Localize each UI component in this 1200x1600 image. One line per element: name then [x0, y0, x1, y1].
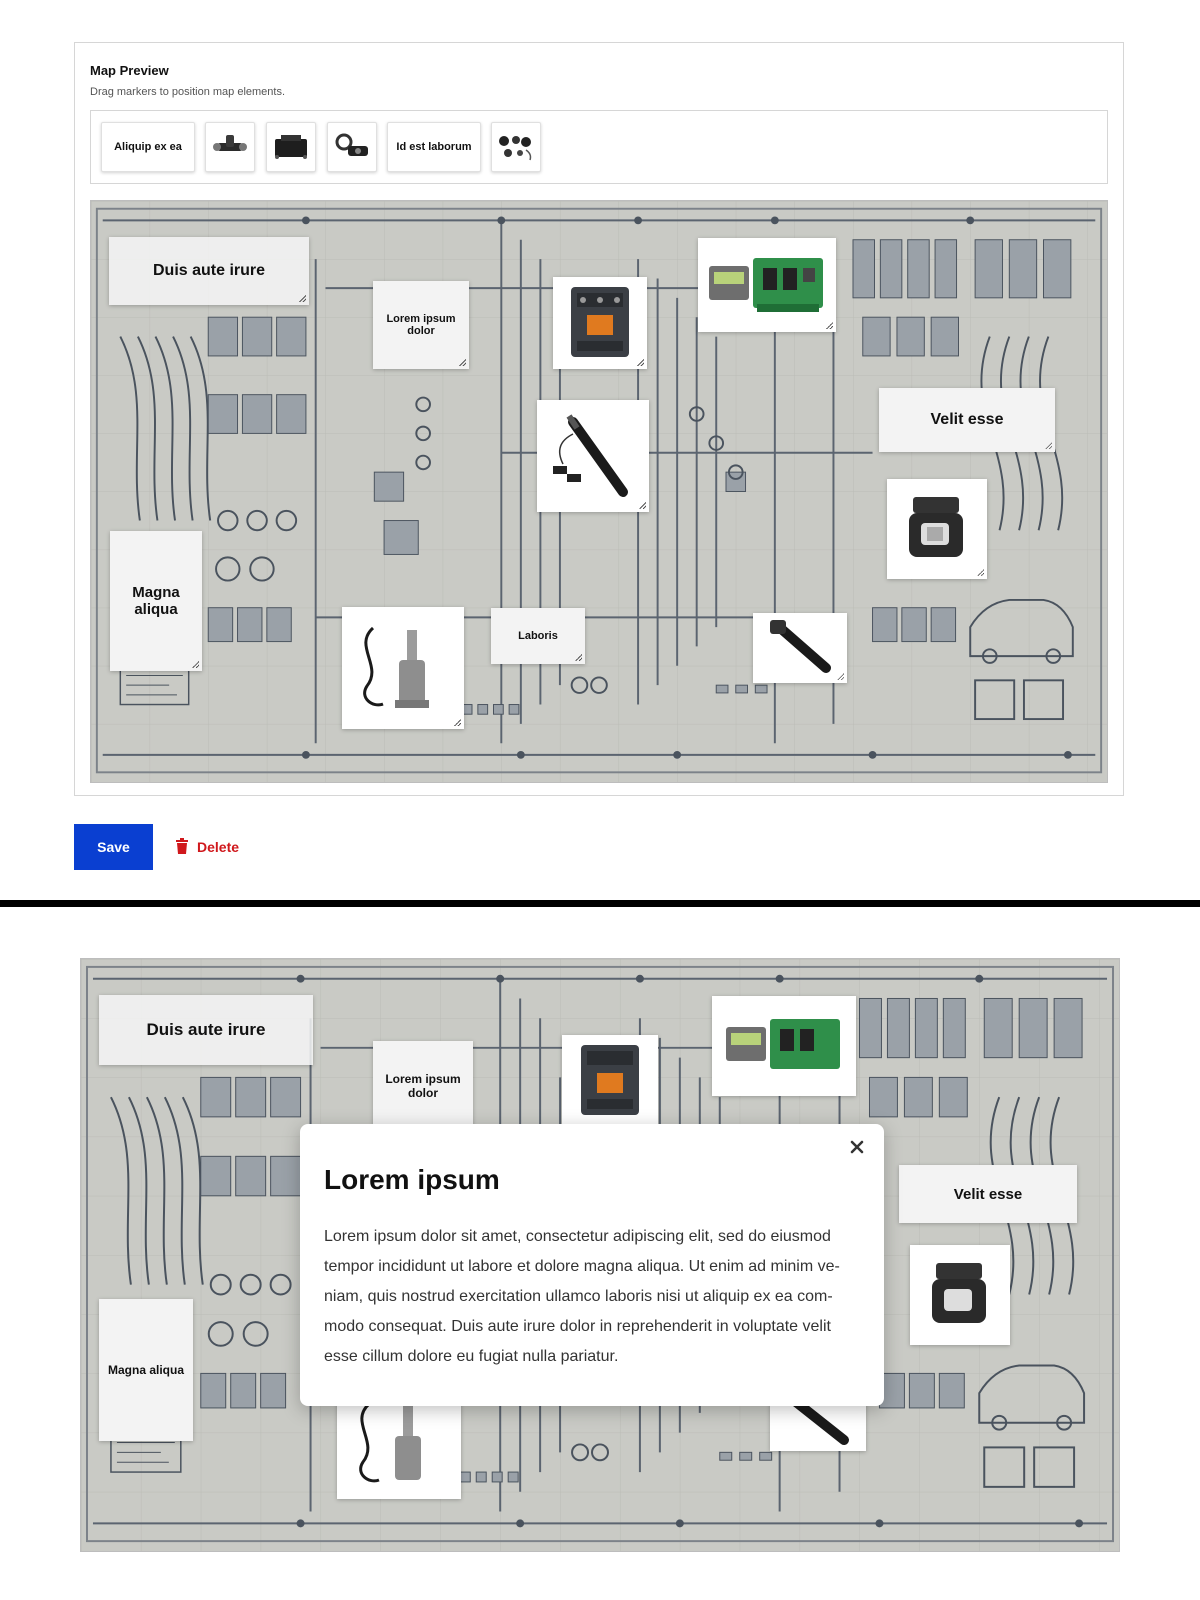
preview-marker-velit[interactable]: Velit esse [899, 1165, 1077, 1223]
palette-chip-label: Aliquip ex ea [114, 141, 182, 153]
info-modal: Lorem ipsum Lorem ipsum dolor sit amet, … [300, 1124, 884, 1406]
palette-chip-control-box[interactable] [266, 122, 316, 172]
map-marker-magna[interactable]: Magna aliqua [110, 531, 202, 671]
resize-handle[interactable] [575, 654, 582, 661]
resize-handle[interactable] [299, 295, 306, 302]
tee-connector-icon [213, 133, 247, 161]
map-marker-velit[interactable]: Velit esse [879, 388, 1055, 452]
map-editor-card: Map Preview Drag markers to position map… [74, 42, 1124, 796]
map-marker-controller-board[interactable] [698, 238, 836, 332]
controller-board-icon [722, 1009, 846, 1084]
controller-board-icon [705, 248, 829, 323]
resize-handle[interactable] [977, 569, 984, 576]
save-button[interactable]: Save [74, 824, 153, 870]
action-bar: Save Delete [74, 824, 239, 870]
map-marker-lorem[interactable]: Lorem ipsum dolor [373, 281, 469, 369]
map-canvas[interactable]: Duis aute irure Lorem ipsum dolor Velit … [90, 200, 1108, 783]
actuator-motor-icon [353, 616, 453, 721]
palette-chip-tee-connector[interactable] [205, 122, 255, 172]
trash-icon [175, 837, 189, 857]
marker-label: Duis aute irure [146, 1020, 266, 1039]
delete-label: Delete [197, 839, 240, 855]
pressure-switch-icon [899, 487, 975, 572]
contactor-icon [565, 281, 635, 366]
resize-handle[interactable] [639, 502, 646, 509]
marker-palette: Aliquip ex ea Id est laborum [90, 110, 1108, 184]
marker-label: Magna aliqua [107, 1363, 184, 1377]
map-marker-linear-actuator[interactable] [537, 400, 649, 512]
preview-marker-lorem[interactable]: Lorem ipsum dolor [373, 1041, 473, 1131]
card-subtitle: Drag markers to position map elements. [90, 86, 286, 98]
marker-label: Velit esse [930, 411, 1004, 428]
palette-chip-motor-kit[interactable] [327, 122, 377, 172]
resize-handle[interactable] [1045, 442, 1052, 449]
pressure-switch-icon [922, 1253, 998, 1338]
modal-body: Lorem ipsum dolor sit amet, consectetur … [324, 1228, 840, 1365]
marker-label: Lorem ipsum dolor [385, 1072, 461, 1100]
map-marker-laboris[interactable]: Laboris [491, 608, 585, 664]
actuator-black-icon [760, 616, 840, 681]
resize-handle[interactable] [459, 359, 466, 366]
preview-marker-controller-board[interactable] [712, 996, 856, 1096]
palette-chip-aliquip[interactable]: Aliquip ex ea [101, 122, 195, 172]
section-divider [0, 900, 1200, 907]
palette-chip-label: Id est laborum [396, 141, 472, 153]
preview-marker-magna[interactable]: Magna aliqua [99, 1299, 193, 1441]
preview-marker-contactor[interactable] [562, 1035, 658, 1127]
palette-chip-parts-set[interactable] [491, 122, 541, 172]
parts-set-icon [496, 132, 536, 162]
map-marker-duis[interactable]: Duis aute irure [109, 237, 309, 305]
map-marker-contactor[interactable] [553, 277, 647, 369]
map-marker-pressure-switch[interactable] [887, 479, 987, 579]
control-box-icon [271, 133, 311, 161]
resize-handle[interactable] [826, 322, 833, 329]
resize-handle[interactable] [192, 661, 199, 668]
map-marker-actuator-black[interactable] [753, 613, 847, 683]
map-preview[interactable]: Duis aute irure Lorem ipsum dolor Velit … [80, 958, 1120, 1552]
marker-label: Lorem ipsum dolor [386, 313, 456, 337]
resize-handle[interactable] [637, 359, 644, 366]
marker-label: Velit esse [953, 1185, 1023, 1203]
marker-label: Magna aliqua [132, 584, 180, 618]
marker-label: Duis aute irure [152, 262, 266, 279]
actuator-motor-icon [349, 1392, 449, 1497]
preview-marker-duis[interactable]: Duis aute irure [99, 995, 313, 1065]
resize-handle[interactable] [454, 719, 461, 726]
card-title: Map Preview [90, 63, 169, 78]
preview-marker-actuator-motor[interactable] [337, 1389, 461, 1499]
preview-marker-pressure-switch[interactable] [910, 1245, 1010, 1345]
palette-chip-id-est[interactable]: Id est laborum [387, 122, 481, 172]
linear-actuator-icon [543, 404, 643, 509]
modal-title: Lorem ipsum [324, 1164, 500, 1195]
marker-label: Laboris [518, 630, 558, 642]
close-icon[interactable] [848, 1138, 866, 1156]
motor-kit-icon [332, 132, 372, 162]
delete-button[interactable]: Delete [175, 837, 240, 857]
map-marker-actuator-motor[interactable] [342, 607, 464, 729]
contactor-icon [575, 1039, 645, 1124]
resize-handle[interactable] [837, 673, 844, 680]
